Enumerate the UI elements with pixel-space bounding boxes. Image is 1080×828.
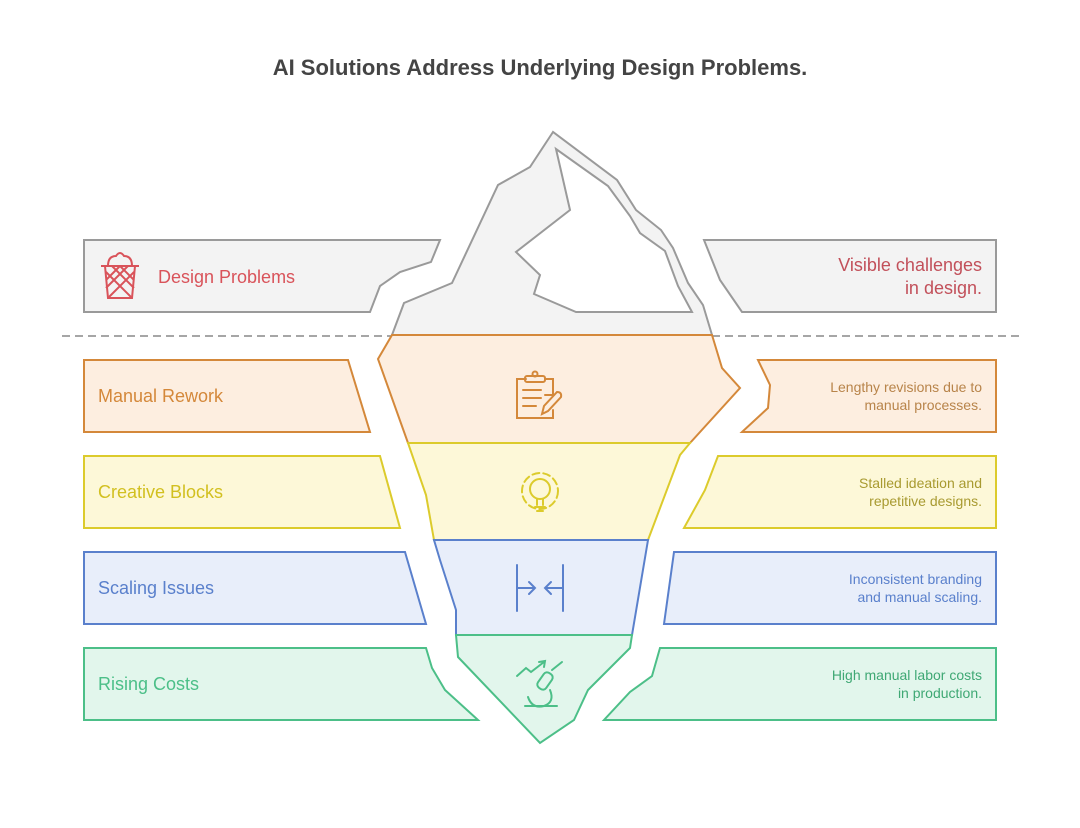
left-panel-manual-rework (83, 359, 372, 433)
design-problems-label: Design Problems (158, 267, 295, 287)
rising-costs-desc-line2: in production. (898, 685, 982, 701)
manual-rework-label: Manual Rework (98, 386, 224, 406)
creative-blocks-desc-line1: Stalled ideation and (859, 475, 982, 491)
clipboard-pencil-icon (516, 370, 563, 419)
left-panel-scaling-issues (83, 551, 428, 625)
manual-rework-desc-line2: manual processes. (864, 397, 982, 413)
right-panel-scaling-issues (662, 551, 997, 625)
iceberg-tip (390, 130, 714, 336)
right-panel-design-problems (702, 239, 997, 313)
iceberg-band-scaling-issues (432, 539, 650, 636)
left-panel-design-problems (83, 239, 442, 313)
rising-costs-desc-line1: High manual labor costs (832, 667, 982, 683)
left-panel-rising-costs (83, 647, 481, 721)
iceberg-band-manual-rework (376, 334, 742, 444)
rising-costs-label: Rising Costs (98, 674, 199, 694)
diagram-title: AI Solutions Address Underlying Design P… (273, 55, 808, 80)
left-panel-creative-blocks (83, 455, 402, 529)
design-problems-desc-line2: in design. (905, 278, 982, 298)
right-panel-rising-costs (601, 647, 997, 721)
arrows-converge-icon (516, 564, 564, 612)
creative-blocks-label: Creative Blocks (98, 482, 223, 502)
design-problems-desc-line1: Visible challenges (838, 255, 982, 275)
gear-lightbulb-icon (521, 472, 559, 512)
creative-blocks-desc-line2: repetitive designs. (869, 493, 982, 509)
scaling-issues-desc-line2: and manual scaling. (857, 589, 982, 605)
right-panel-creative-blocks (682, 455, 997, 529)
wastebasket-icon (101, 252, 139, 299)
scaling-issues-label: Scaling Issues (98, 578, 214, 598)
scaling-issues-desc-line1: Inconsistent branding (849, 571, 982, 587)
manual-rework-desc-line1: Lengthy revisions due to (830, 379, 982, 395)
right-panel-manual-rework (739, 359, 997, 433)
microscope-trend-icon (516, 659, 563, 708)
